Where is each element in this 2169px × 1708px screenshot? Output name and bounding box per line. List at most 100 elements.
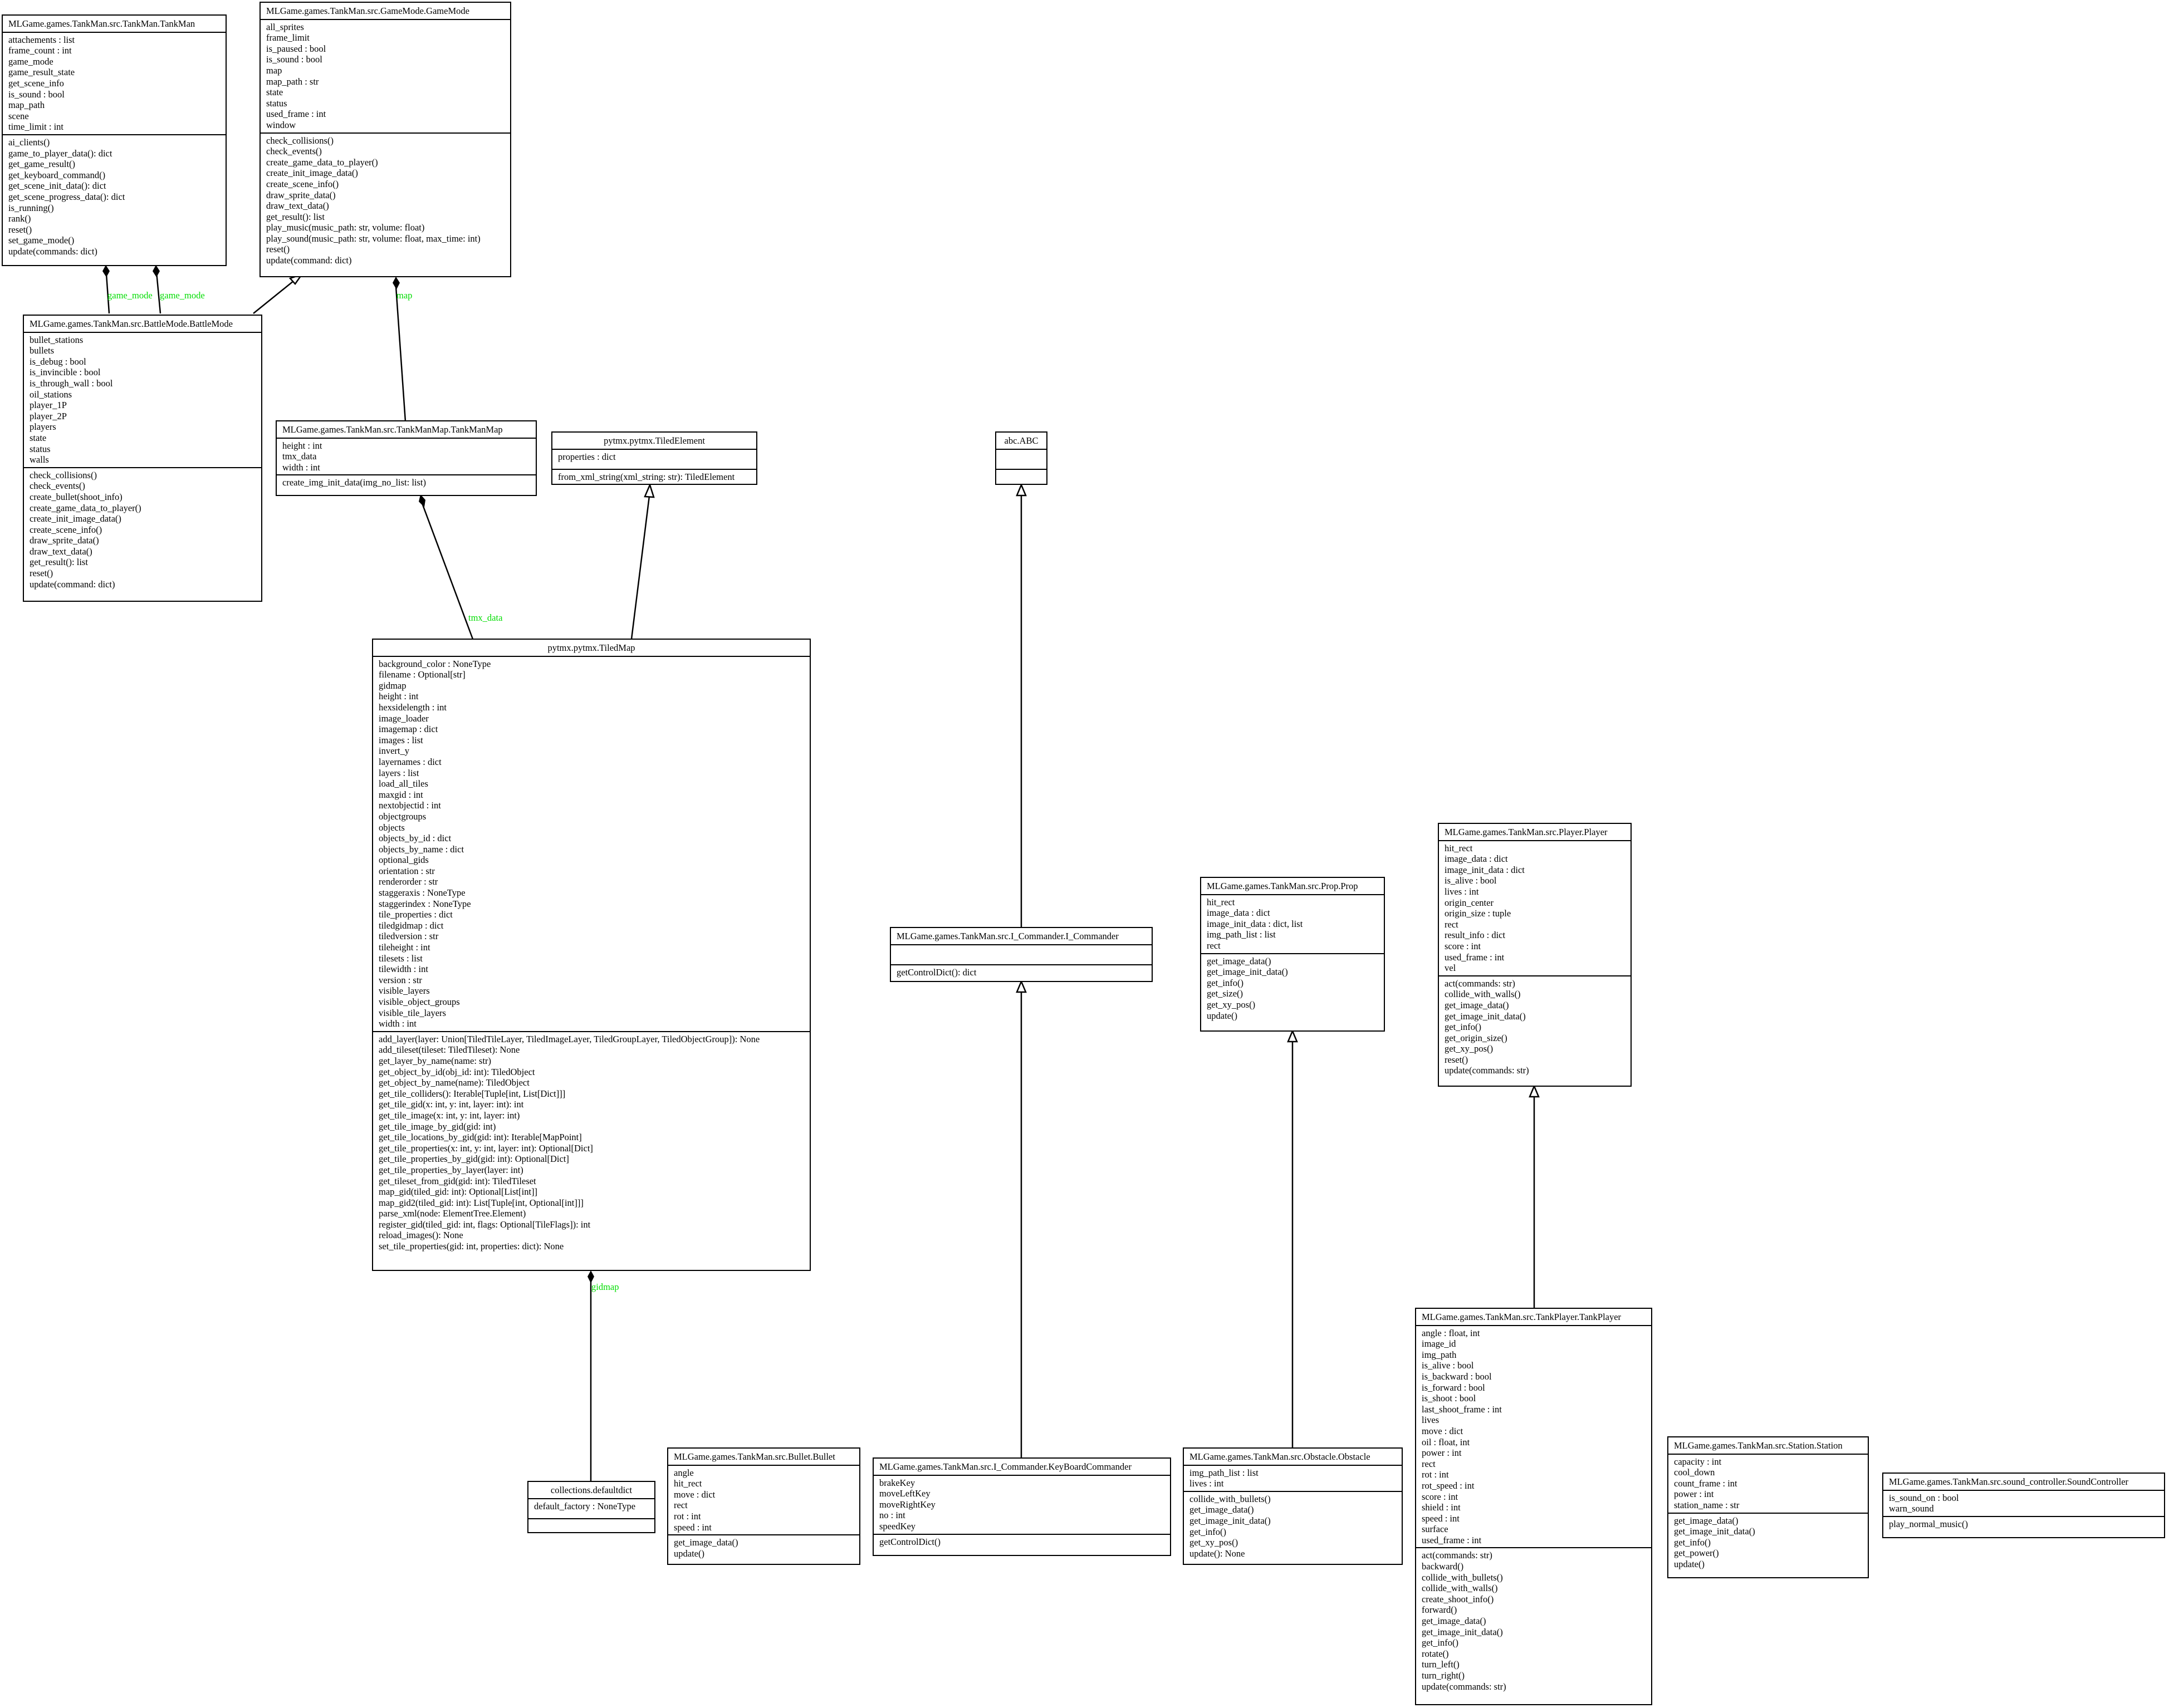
attribute: height : int <box>379 691 419 702</box>
method: game_to_player_data(): dict <box>8 148 112 159</box>
attribute: map_path <box>8 100 45 111</box>
attribute: time_limit : int <box>8 121 63 132</box>
class-name: MLGame.games.TankMan.src.Bullet.Bullet <box>668 1449 859 1466</box>
attribute: shield : int <box>1422 1502 1461 1513</box>
attribute: is_sound : bool <box>8 89 65 100</box>
class-name: abc.ABC <box>996 433 1046 450</box>
method: get_game_result() <box>8 159 76 170</box>
attribute: used_frame : int <box>1445 951 1505 963</box>
edge-tiledmap-tiledelement <box>630 495 650 640</box>
method: create_init_image_data() <box>30 513 121 524</box>
attribute: rot : int <box>674 1510 701 1522</box>
class-box-gamemode[interactable]: MLGame.games.TankMan.src.GameMode.GameMo… <box>260 2 511 277</box>
attribute: load_all_tiles <box>379 778 428 789</box>
method: reset() <box>8 224 32 235</box>
method-section: from_xml_string(xml_string: str): TiledE… <box>552 468 756 489</box>
attribute: surface <box>1422 1524 1448 1535</box>
method: map_gid(tiled_gid: int): Optional[List[i… <box>379 1186 538 1197</box>
attribute: is_invincible : bool <box>30 367 101 378</box>
attribute: objects_by_id : dict <box>379 833 452 844</box>
class-box-keyboardcommander[interactable]: MLGame.games.TankMan.src.I_Commander.Key… <box>873 1457 1171 1556</box>
attribute: rect <box>1422 1458 1436 1469</box>
class-name: MLGame.games.TankMan.src.TankManMap.Tank… <box>277 421 536 439</box>
class-box-obstacle[interactable]: MLGame.games.TankMan.src.Obstacle.Obstac… <box>1183 1447 1403 1565</box>
attribute: attachements : list <box>8 34 75 45</box>
attribute: rot_speed : int <box>1422 1480 1475 1491</box>
attribute: visible_layers <box>379 985 430 997</box>
method-section: check_collisions()check_events()create_b… <box>24 467 261 592</box>
inheritance-arrow <box>644 483 655 498</box>
method: get_xy_pos() <box>1445 1043 1494 1054</box>
method: register_gid(tiled_gid: int, flags: Opti… <box>379 1219 591 1230</box>
method: update() <box>674 1548 704 1559</box>
method: forward() <box>1422 1604 1457 1616</box>
composition-diamond <box>419 494 425 507</box>
method-section: collide_with_bullets()get_image_data()ge… <box>1184 1490 1402 1561</box>
method: get_image_data() <box>1189 1504 1254 1515</box>
method: get_result(): list <box>30 557 88 568</box>
attribute: hexsidelength : int <box>379 701 447 713</box>
attribute: rect <box>1207 940 1221 951</box>
method: update(): None <box>1189 1548 1245 1559</box>
attribute: hit_rect <box>1207 896 1235 907</box>
class-box-tankman[interactable]: MLGame.games.TankMan.src.TankMan.TankMan… <box>2 14 227 266</box>
method: get_image_data() <box>1422 1616 1486 1627</box>
class-box-soundcontroller[interactable]: MLGame.games.TankMan.src.sound_controlle… <box>1882 1473 2165 1538</box>
method: draw_text_data() <box>30 546 92 557</box>
method: reset() <box>1445 1054 1468 1065</box>
attribute: filename : Optional[str] <box>379 669 466 680</box>
attribute: move : dict <box>1422 1425 1463 1436</box>
method-section: getControlDict(): dict <box>891 964 1152 984</box>
method: get_tile_properties(x: int, y: int, laye… <box>379 1142 593 1154</box>
attribute: speed : int <box>674 1522 712 1533</box>
class-box-station[interactable]: MLGame.games.TankMan.src.Station.Station… <box>1667 1436 1869 1578</box>
inheritance-arrow <box>1287 1029 1298 1043</box>
method: create_shoot_info() <box>1422 1593 1494 1604</box>
attribute: oil : float, int <box>1422 1436 1470 1447</box>
attribute: map <box>266 65 282 76</box>
inheritance-arrow <box>1016 979 1027 993</box>
attribute: image_data : dict <box>1445 853 1508 865</box>
attribute: maxgid : int <box>379 789 423 800</box>
method: set_tile_properties(gid: int, properties… <box>379 1241 564 1252</box>
attribute: vel <box>1445 963 1456 974</box>
method-section: getControlDict() <box>874 1533 1170 1554</box>
method: set_game_mode() <box>8 235 75 246</box>
method: is_running() <box>8 202 54 213</box>
method: create_scene_info() <box>30 524 102 535</box>
class-box-tankmanmap[interactable]: MLGame.games.TankMan.src.TankManMap.Tank… <box>276 420 537 496</box>
method: get_xy_pos() <box>1189 1537 1238 1548</box>
attribute: game_mode <box>8 56 53 67</box>
method: update(commands: str) <box>1422 1681 1506 1692</box>
attribute: power : int <box>1422 1447 1462 1459</box>
attribute: is_sound : bool <box>266 54 322 65</box>
class-box-abc[interactable]: abc.ABC <box>995 431 1047 485</box>
inheritance-arrow <box>1529 1084 1540 1098</box>
class-box-icommander[interactable]: MLGame.games.TankMan.src.I_Commander.I_C… <box>890 927 1153 982</box>
method: get_image_data() <box>1445 999 1509 1010</box>
attribute: is_sound_on : bool <box>1889 1492 1959 1503</box>
class-box-tankplayer[interactable]: MLGame.games.TankMan.src.TankPlayer.Tank… <box>1415 1308 1652 1705</box>
method: get_object_by_id(obj_id: int): TiledObje… <box>379 1066 535 1077</box>
method: play_music(music_path: str, volume: floa… <box>266 222 425 233</box>
attribute: origin_center <box>1445 897 1494 908</box>
method: create_scene_info() <box>266 178 339 189</box>
method: get_info() <box>1674 1537 1711 1548</box>
attribute: visible_tile_layers <box>379 1007 446 1018</box>
attribute: image_id <box>1422 1338 1456 1349</box>
class-box-battlemode[interactable]: MLGame.games.TankMan.src.BattleMode.Batt… <box>23 315 262 602</box>
class-name: MLGame.games.TankMan.src.TankMan.TankMan <box>3 16 226 33</box>
method: create_img_init_data(img_no_list: list) <box>282 477 426 488</box>
attribute: tiledversion : str <box>379 931 439 942</box>
